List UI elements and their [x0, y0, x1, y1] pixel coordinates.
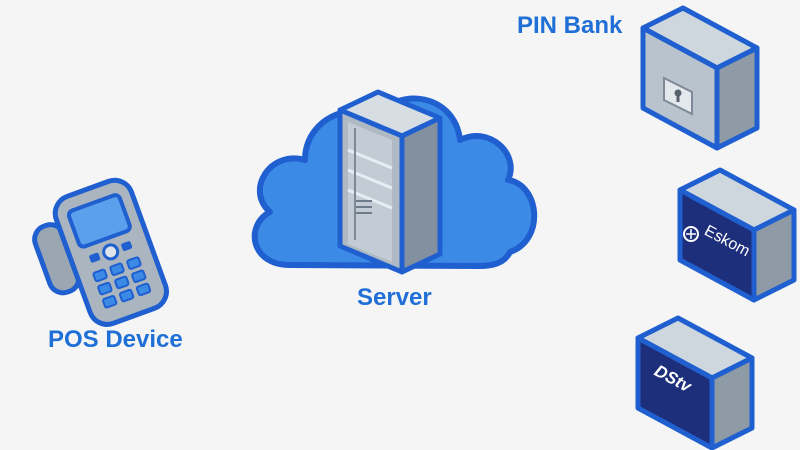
dstv-box: DStv	[635, 315, 755, 450]
eskom-logo-icon	[683, 226, 699, 242]
pos-device-icon	[32, 177, 169, 327]
server-icon	[337, 89, 443, 275]
server-label: Server	[357, 284, 432, 311]
lock-icon	[663, 76, 693, 116]
pos-device-label: POS Device	[48, 326, 183, 353]
pin-bank-label: PIN Bank	[517, 12, 623, 39]
pin-bank-box	[640, 5, 760, 151]
eskom-box: Eskom	[677, 167, 797, 303]
